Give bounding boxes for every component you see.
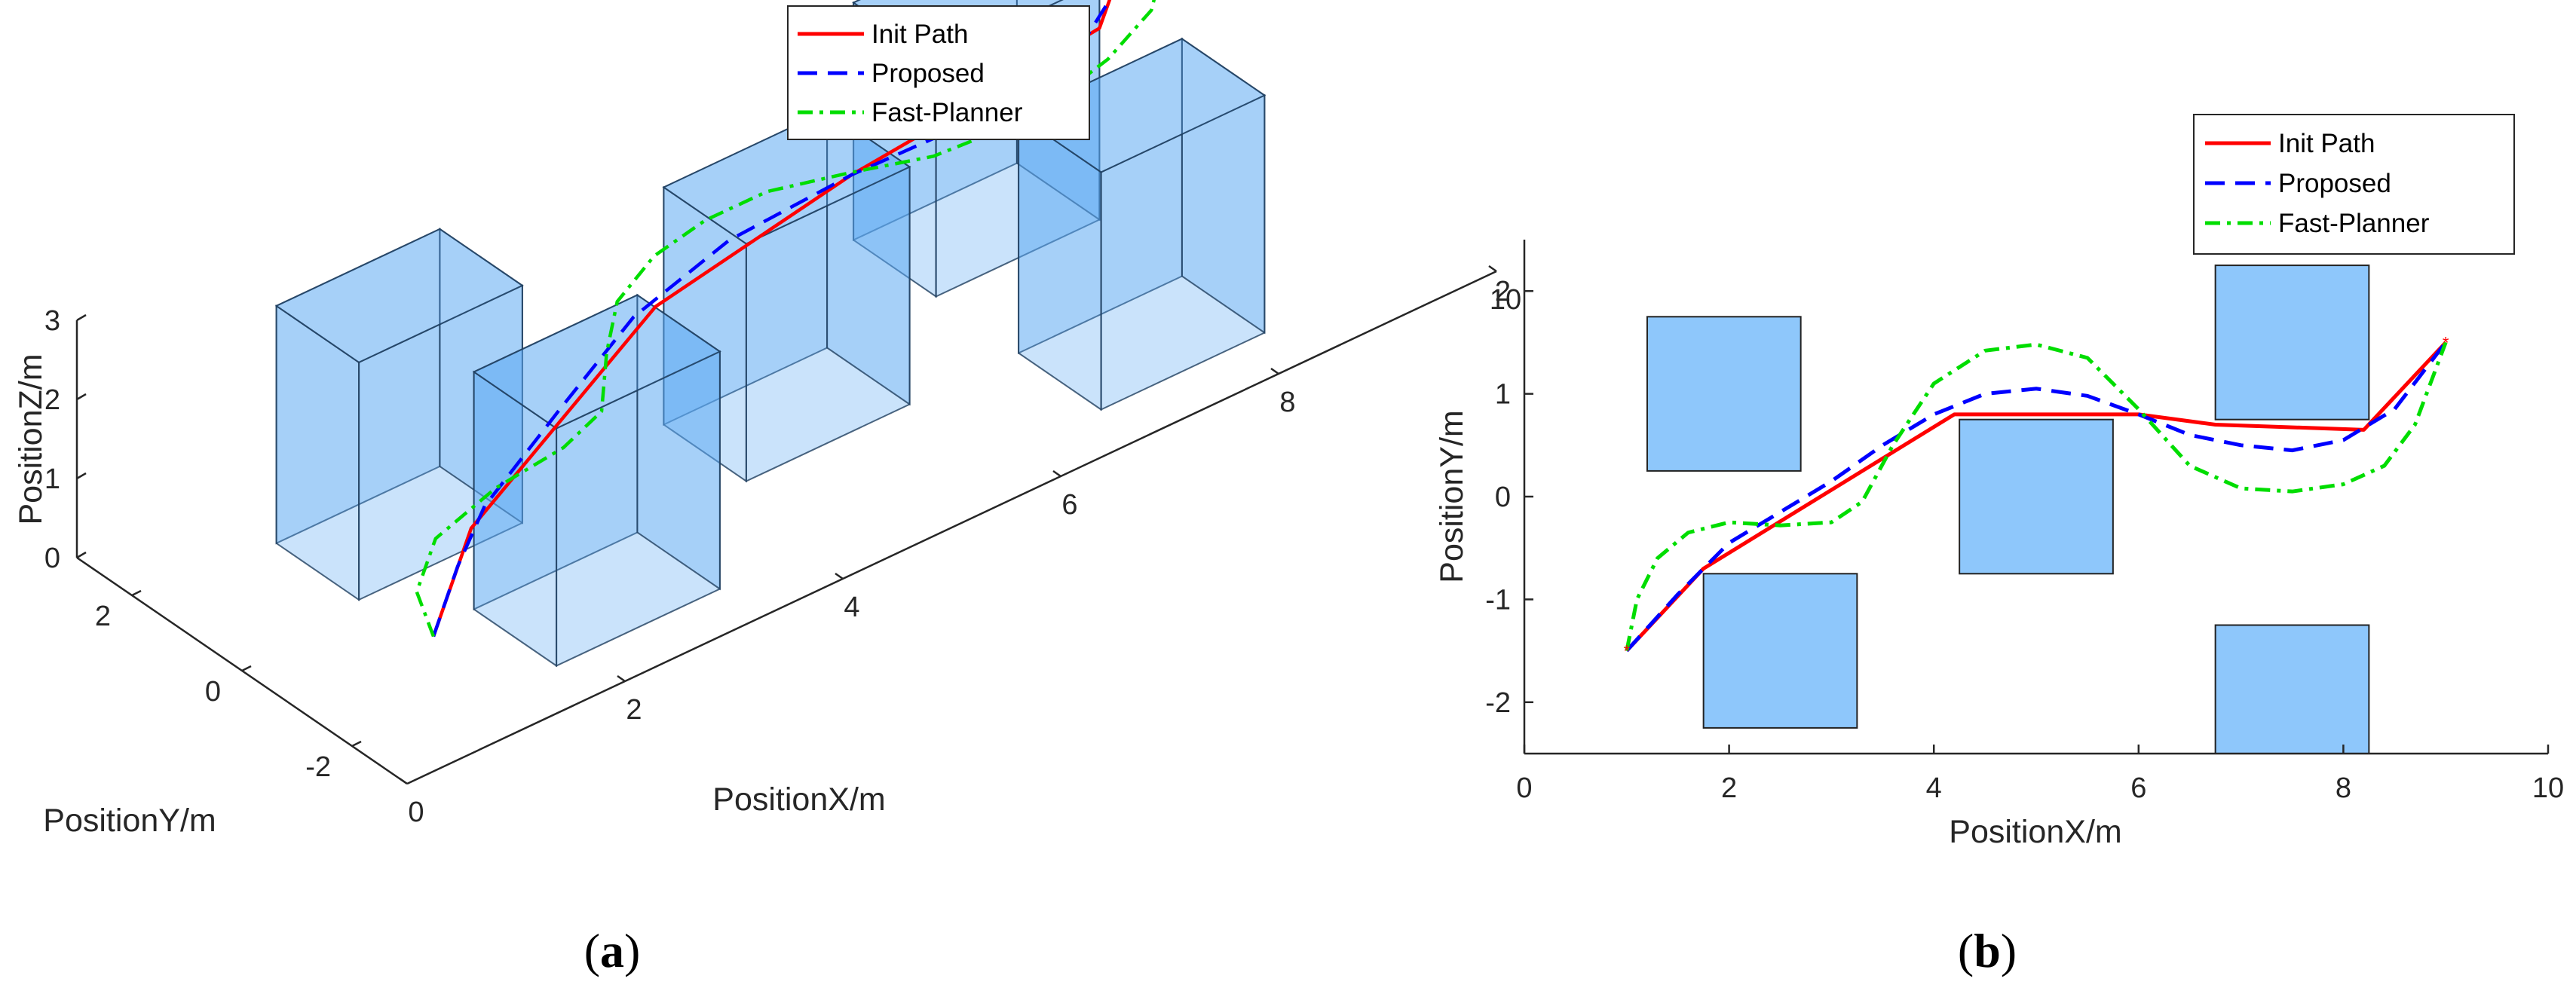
x-tick-label: 10 [1490, 284, 1521, 316]
y-tick-label: 2 [95, 601, 111, 632]
x-tick-label: 0 [1516, 772, 1532, 804]
y-tick-label: 0 [205, 676, 221, 708]
x-tick-label: 2 [1721, 772, 1737, 804]
legend-label: Proposed [2278, 169, 2391, 198]
x-tick-label: 10 [2532, 772, 2564, 804]
panel-a-zlabel: PositionZ/m [13, 353, 49, 524]
z-tick-label: 0 [44, 543, 60, 574]
x-tick-label: 4 [1926, 772, 1942, 804]
panel-a-ylabel: PositionY/m [43, 803, 216, 839]
panel-a-caption-close: ) [624, 924, 640, 977]
legend-label: Init Path [871, 20, 968, 49]
z-tick-label: 2 [44, 384, 60, 416]
panel-b-caption-close: ) [2001, 924, 2017, 977]
panel-b-obstacles [1646, 265, 2370, 754]
x-tick-label: 0 [408, 797, 424, 828]
y-tick-mark [241, 665, 252, 672]
obstacle-1 [1646, 316, 1802, 472]
obstacle-face [274, 228, 524, 364]
x-tick-mark [835, 572, 844, 580]
legend-label: Init Path [2278, 129, 2375, 158]
x-tick-label: 6 [1061, 489, 1077, 521]
panel-b-caption-letter: b [1974, 924, 2001, 977]
start-marker: * [1624, 642, 1631, 661]
panel-a-caption: (a) [584, 924, 641, 977]
y-tick-label: -1 [1485, 584, 1511, 616]
y-tick-label: 0 [1495, 482, 1511, 513]
x-tick-label: 4 [844, 592, 859, 623]
legend-label: Proposed [871, 59, 985, 88]
series-3d-fast-planner-line [415, 0, 1156, 638]
panel-b-ylabel: PositionY/m [1434, 410, 1470, 583]
z-tick-label: 3 [44, 305, 60, 337]
x-tick-mark [617, 674, 626, 683]
z-tick-mark [76, 393, 87, 401]
z-tick-mark [76, 313, 87, 322]
x-tick-mark [1270, 367, 1279, 375]
obstacle-box-1 [274, 228, 524, 601]
x-tick-label: 2 [626, 694, 642, 726]
x-axis-line [406, 270, 1497, 785]
y-tick-mark [351, 740, 362, 748]
obstacle-3 [1959, 418, 2114, 575]
obstacle-face [472, 294, 721, 430]
panel-b-caption: (b) [1958, 924, 2017, 977]
x-tick-mark [1488, 265, 1497, 273]
panel-b-ticks: 0 2 4 6 8 10 -2 -1 0 1 2 [1485, 276, 2564, 804]
panel-a-caption-letter: a [600, 924, 624, 977]
panel-b-caption-open: ( [1958, 924, 1974, 977]
obstacle-2 [1702, 573, 1858, 729]
z-tick-mark [76, 472, 87, 480]
obstacle-5 [2214, 624, 2370, 754]
legend-label: Fast-Planner [2278, 209, 2430, 238]
y-tick-label: 1 [1495, 379, 1511, 411]
x-tick-label: 6 [2130, 772, 2146, 804]
panel-b-xlabel: PositionX/m [1949, 814, 2121, 850]
z-tick-label: 1 [44, 463, 60, 495]
series-fast-planner-line [1625, 341, 2448, 652]
y-tick-mark [131, 589, 142, 597]
x-tick-mark [1052, 469, 1061, 478]
panel-a-xlabel: PositionX/m [712, 781, 885, 818]
panel-b-series: ** [1624, 333, 2449, 660]
obstacle-4 [2214, 265, 2370, 421]
x-tick-label: 8 [2336, 772, 2351, 804]
z-tick-mark [76, 551, 87, 559]
goal-marker: * [2443, 333, 2449, 352]
legend-label: Fast-Planner [871, 98, 1023, 127]
x-tick-label: 8 [1279, 387, 1295, 418]
panel-a-caption-open: ( [584, 924, 600, 977]
series-proposed-line [1625, 341, 2448, 653]
y-tick-label: -2 [305, 751, 331, 783]
y-tick-label: 2 [1495, 276, 1511, 307]
y-tick-label: -2 [1485, 687, 1511, 719]
x-tick-mark [399, 777, 408, 785]
